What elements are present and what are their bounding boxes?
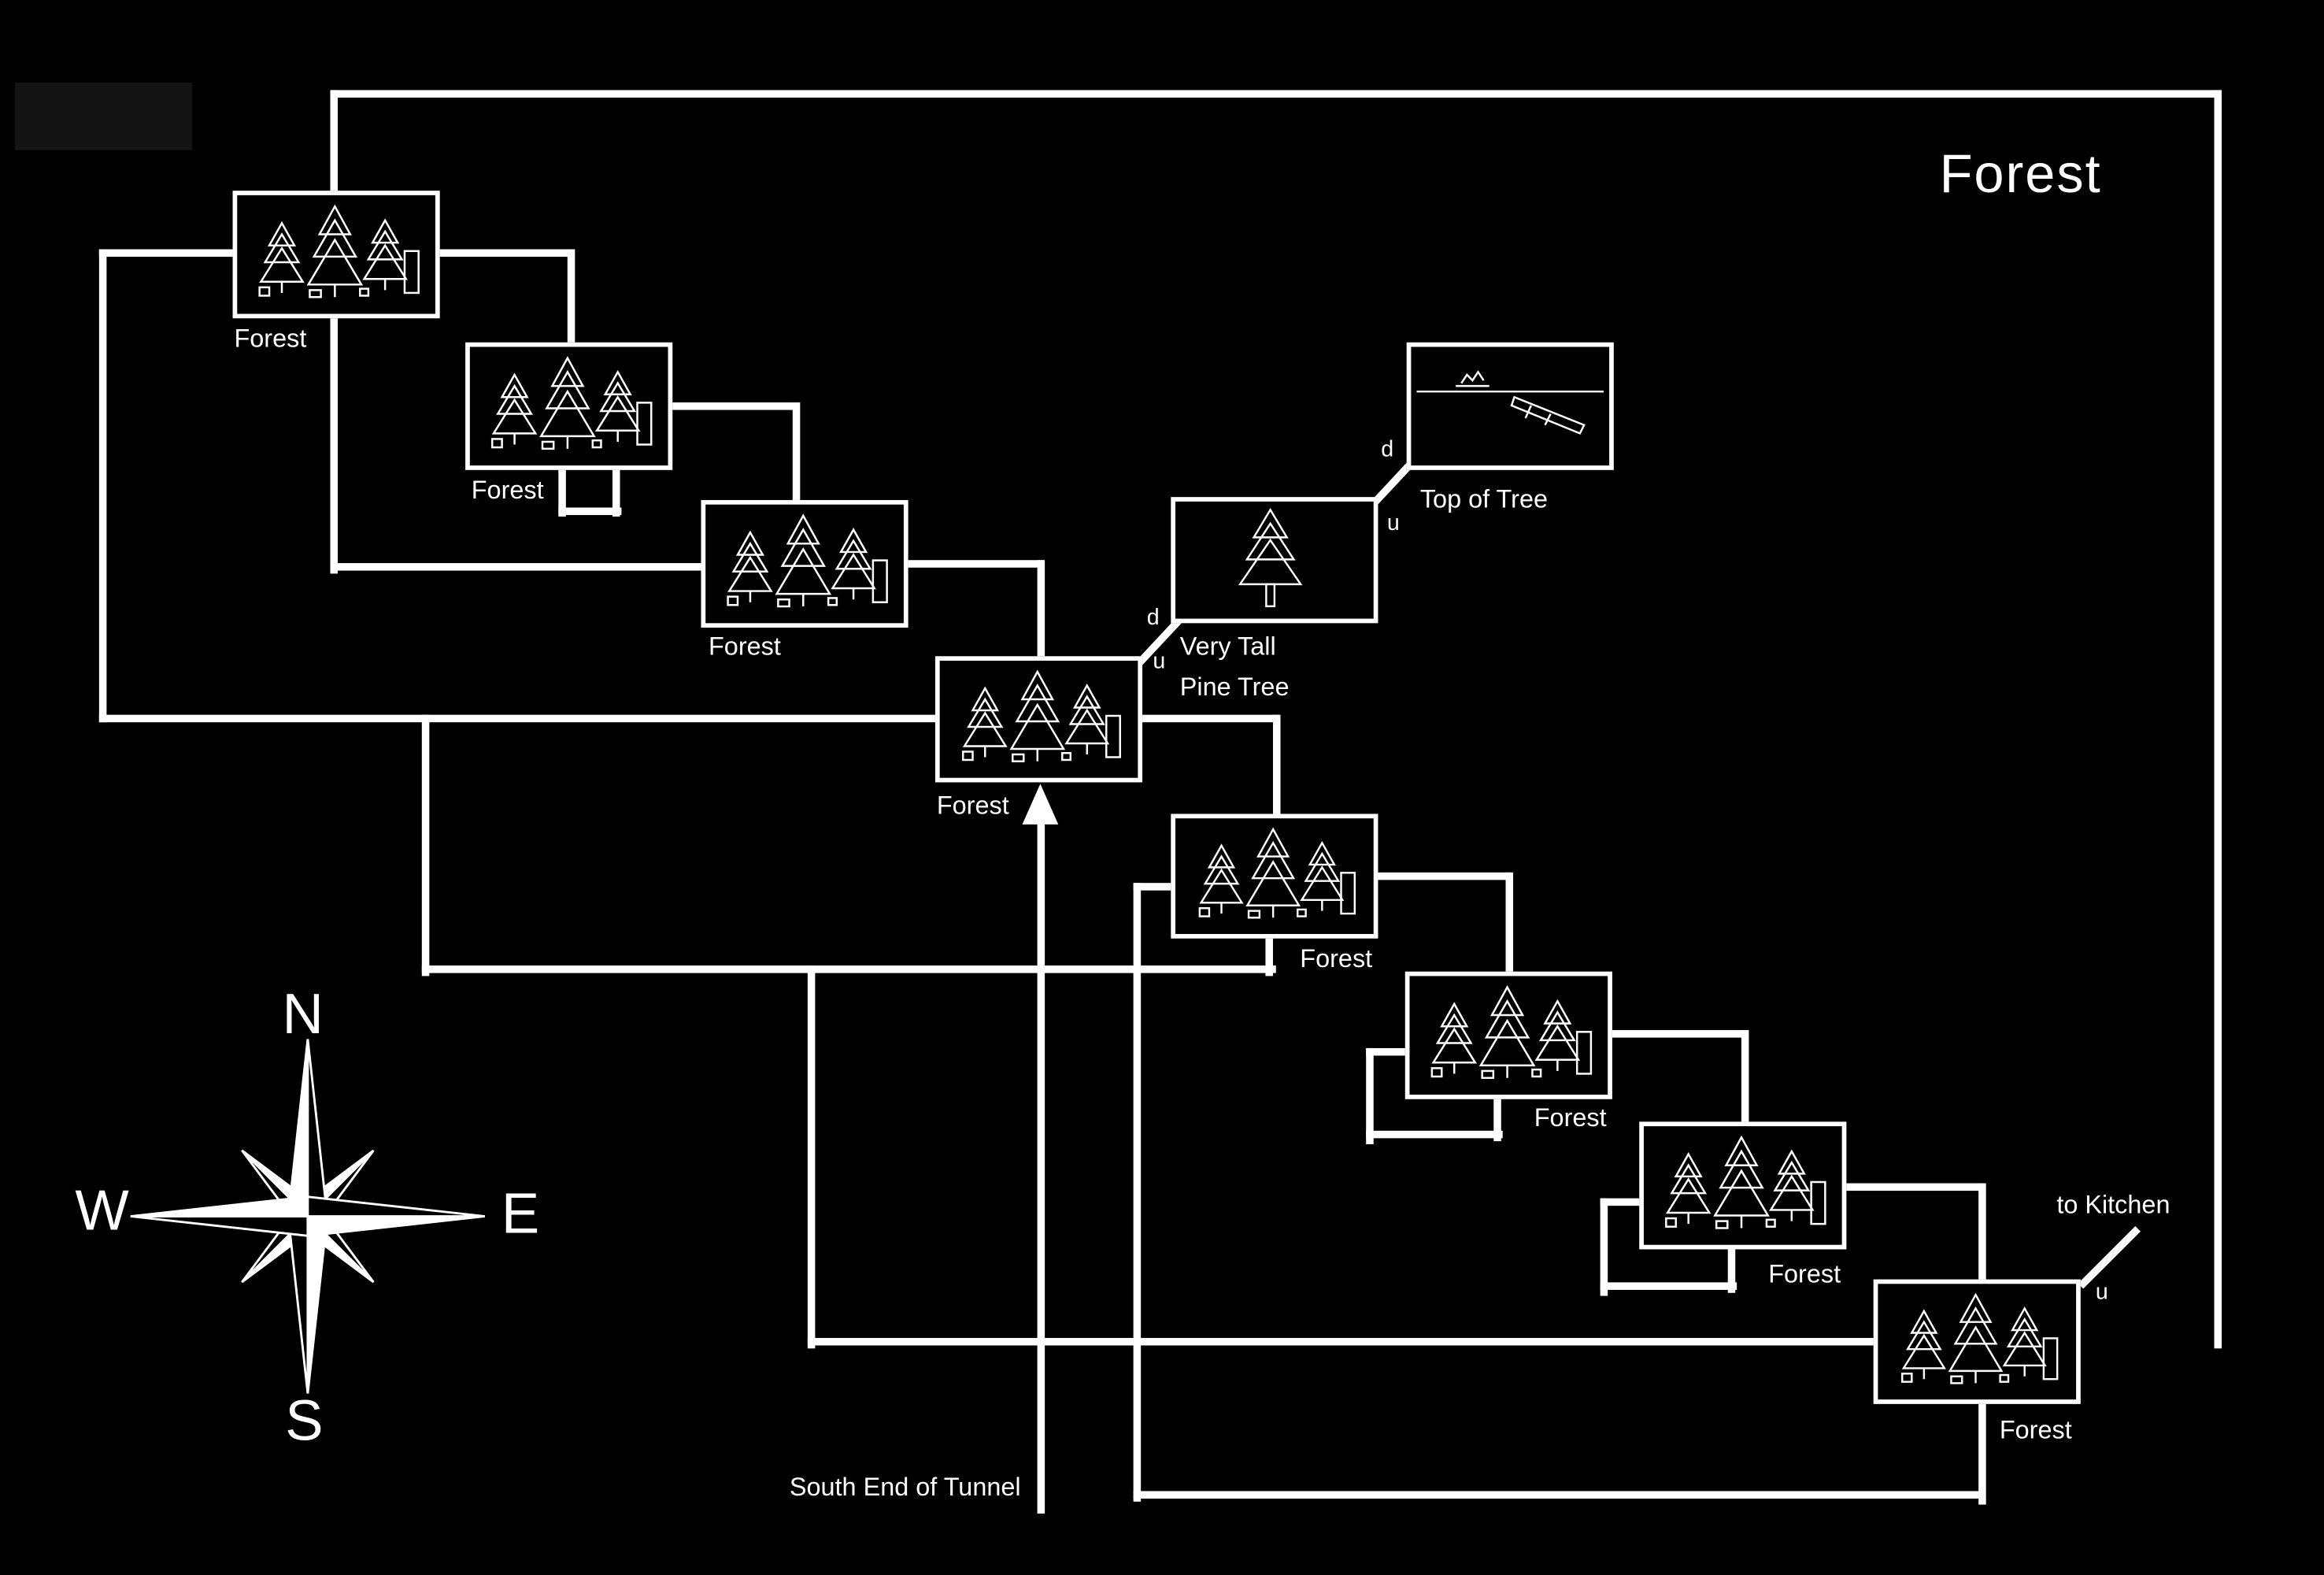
compass-letter-w: W <box>75 1180 129 1243</box>
forest-scene-icon <box>1644 1126 1842 1245</box>
room-label: Very Tall <box>1179 632 1276 661</box>
pine-tree-scene-icon <box>1175 502 1374 619</box>
room-forest-lower-1 <box>1171 813 1378 939</box>
path-lower3-loop-a <box>1600 1198 1643 1206</box>
room-forest-upper-3 <box>701 499 909 628</box>
forest-scene-icon <box>237 195 435 314</box>
path-into-forest2 <box>567 249 575 350</box>
tunnel-line <box>1037 818 1045 1514</box>
path-forest2-loop-c <box>612 465 620 517</box>
forest-scene-icon <box>1175 818 1374 934</box>
room-label: Forest <box>1300 944 1373 973</box>
connector-down-label: d <box>1381 436 1394 463</box>
path-lower2-loop-b <box>1366 1047 1374 1144</box>
forest-scene-icon <box>940 661 1138 778</box>
treetop-scene-icon <box>1411 346 1609 465</box>
path-lower2-loop-d <box>1493 1095 1501 1142</box>
path-into-se <box>1978 1183 1986 1288</box>
path-bottom-loop-vertical <box>1133 883 1142 1502</box>
room-forest-lower-2 <box>1404 971 1612 1099</box>
path-forest2-east <box>669 402 799 410</box>
path-into-lower2 <box>1505 872 1514 980</box>
room-forest-se <box>1873 1279 2081 1404</box>
path-bottom-to-se-west <box>807 1337 1877 1346</box>
path-lower2-east <box>1612 1030 1748 1038</box>
connector-down-label: d <box>1146 605 1160 631</box>
compass-letter-s: S <box>285 1390 324 1454</box>
path-into-forest3 <box>792 402 801 508</box>
path-nw-south <box>330 317 339 574</box>
scan-artifact <box>15 82 193 150</box>
path-into-lower1 <box>1272 714 1281 822</box>
path-outer-into-forest-nw <box>330 90 339 198</box>
path-lower2-loop-c <box>1366 1130 1503 1139</box>
up-arrow-icon <box>1022 784 1059 825</box>
path-se-south <box>1978 1401 1986 1505</box>
room-forest-upper-2 <box>465 342 673 470</box>
room-label: Forest <box>1534 1103 1607 1132</box>
page-title: Forest <box>1939 143 2102 205</box>
path-forest2-loop-a <box>558 465 566 517</box>
forest-scene-icon <box>1878 1284 2076 1399</box>
path-lower2-loop-a <box>1366 1047 1408 1056</box>
connector-up-label: u <box>1153 648 1166 675</box>
path-nw-west <box>98 249 236 258</box>
room-label: Forest <box>234 324 307 354</box>
path-nw-east <box>436 249 574 258</box>
path-lower3-loop-c <box>1600 1282 1737 1290</box>
forest-scene-icon <box>470 346 668 465</box>
tunnel-label: South End of Tunnel <box>789 1473 1021 1502</box>
connector-up-label: u <box>1386 510 1400 536</box>
connector-up-label: u <box>2095 1279 2108 1306</box>
room-label: Top of Tree <box>1419 484 1549 514</box>
compass-letter-e: E <box>501 1183 540 1247</box>
compass-letter-n: N <box>282 983 324 1047</box>
path-outer-right <box>2214 90 2222 1349</box>
path-outer-top <box>330 90 2221 98</box>
room-forest-nw <box>232 191 440 319</box>
path-center-east <box>1141 714 1279 723</box>
room-label: Forest <box>471 476 544 505</box>
room-label: Pine Tree <box>1179 673 1290 702</box>
path-lower3-loop-b <box>1600 1198 1608 1296</box>
up-path-to-kitchen <box>2078 1225 2141 1289</box>
room-label: Forest <box>1768 1259 1841 1289</box>
path-into-lower3 <box>1741 1030 1749 1129</box>
room-label: Forest <box>709 632 781 661</box>
path-lower3-loop-d <box>1727 1244 1736 1293</box>
room-label: Forest <box>1999 1416 2072 1445</box>
path-west-vertical <box>98 249 107 723</box>
compass-rose-icon <box>130 1039 486 1394</box>
forest-scene-icon <box>1409 976 1608 1095</box>
room-forest-lower-3 <box>1639 1121 1847 1250</box>
path-forest3-east <box>905 560 1044 568</box>
path-into-lower1-west <box>1133 883 1175 891</box>
path-mid-loop-horizontal <box>421 965 1276 973</box>
path-forest2-loop-b <box>558 507 622 516</box>
path-bottom-horizontal <box>1133 1491 1985 1499</box>
path-west-to-center <box>98 714 938 723</box>
path-into-lower1-south <box>1265 935 1273 976</box>
room-top-of-tree <box>1406 342 1614 470</box>
path-lower3-east <box>1846 1183 1985 1191</box>
path-into-center <box>1037 560 1045 664</box>
forest-scene-icon <box>705 505 904 624</box>
path-lower1-east <box>1378 872 1512 880</box>
path-mid-loop-vertical <box>421 714 430 976</box>
room-very-tall-pine-tree <box>1171 497 1378 624</box>
path-bottom-left-vertical <box>807 965 816 1349</box>
room-forest-center <box>934 656 1143 783</box>
to-kitchen-label: to Kitchen <box>2056 1191 2170 1220</box>
path-nw-to-forest3 <box>330 563 705 571</box>
room-label: Forest <box>936 791 1009 821</box>
